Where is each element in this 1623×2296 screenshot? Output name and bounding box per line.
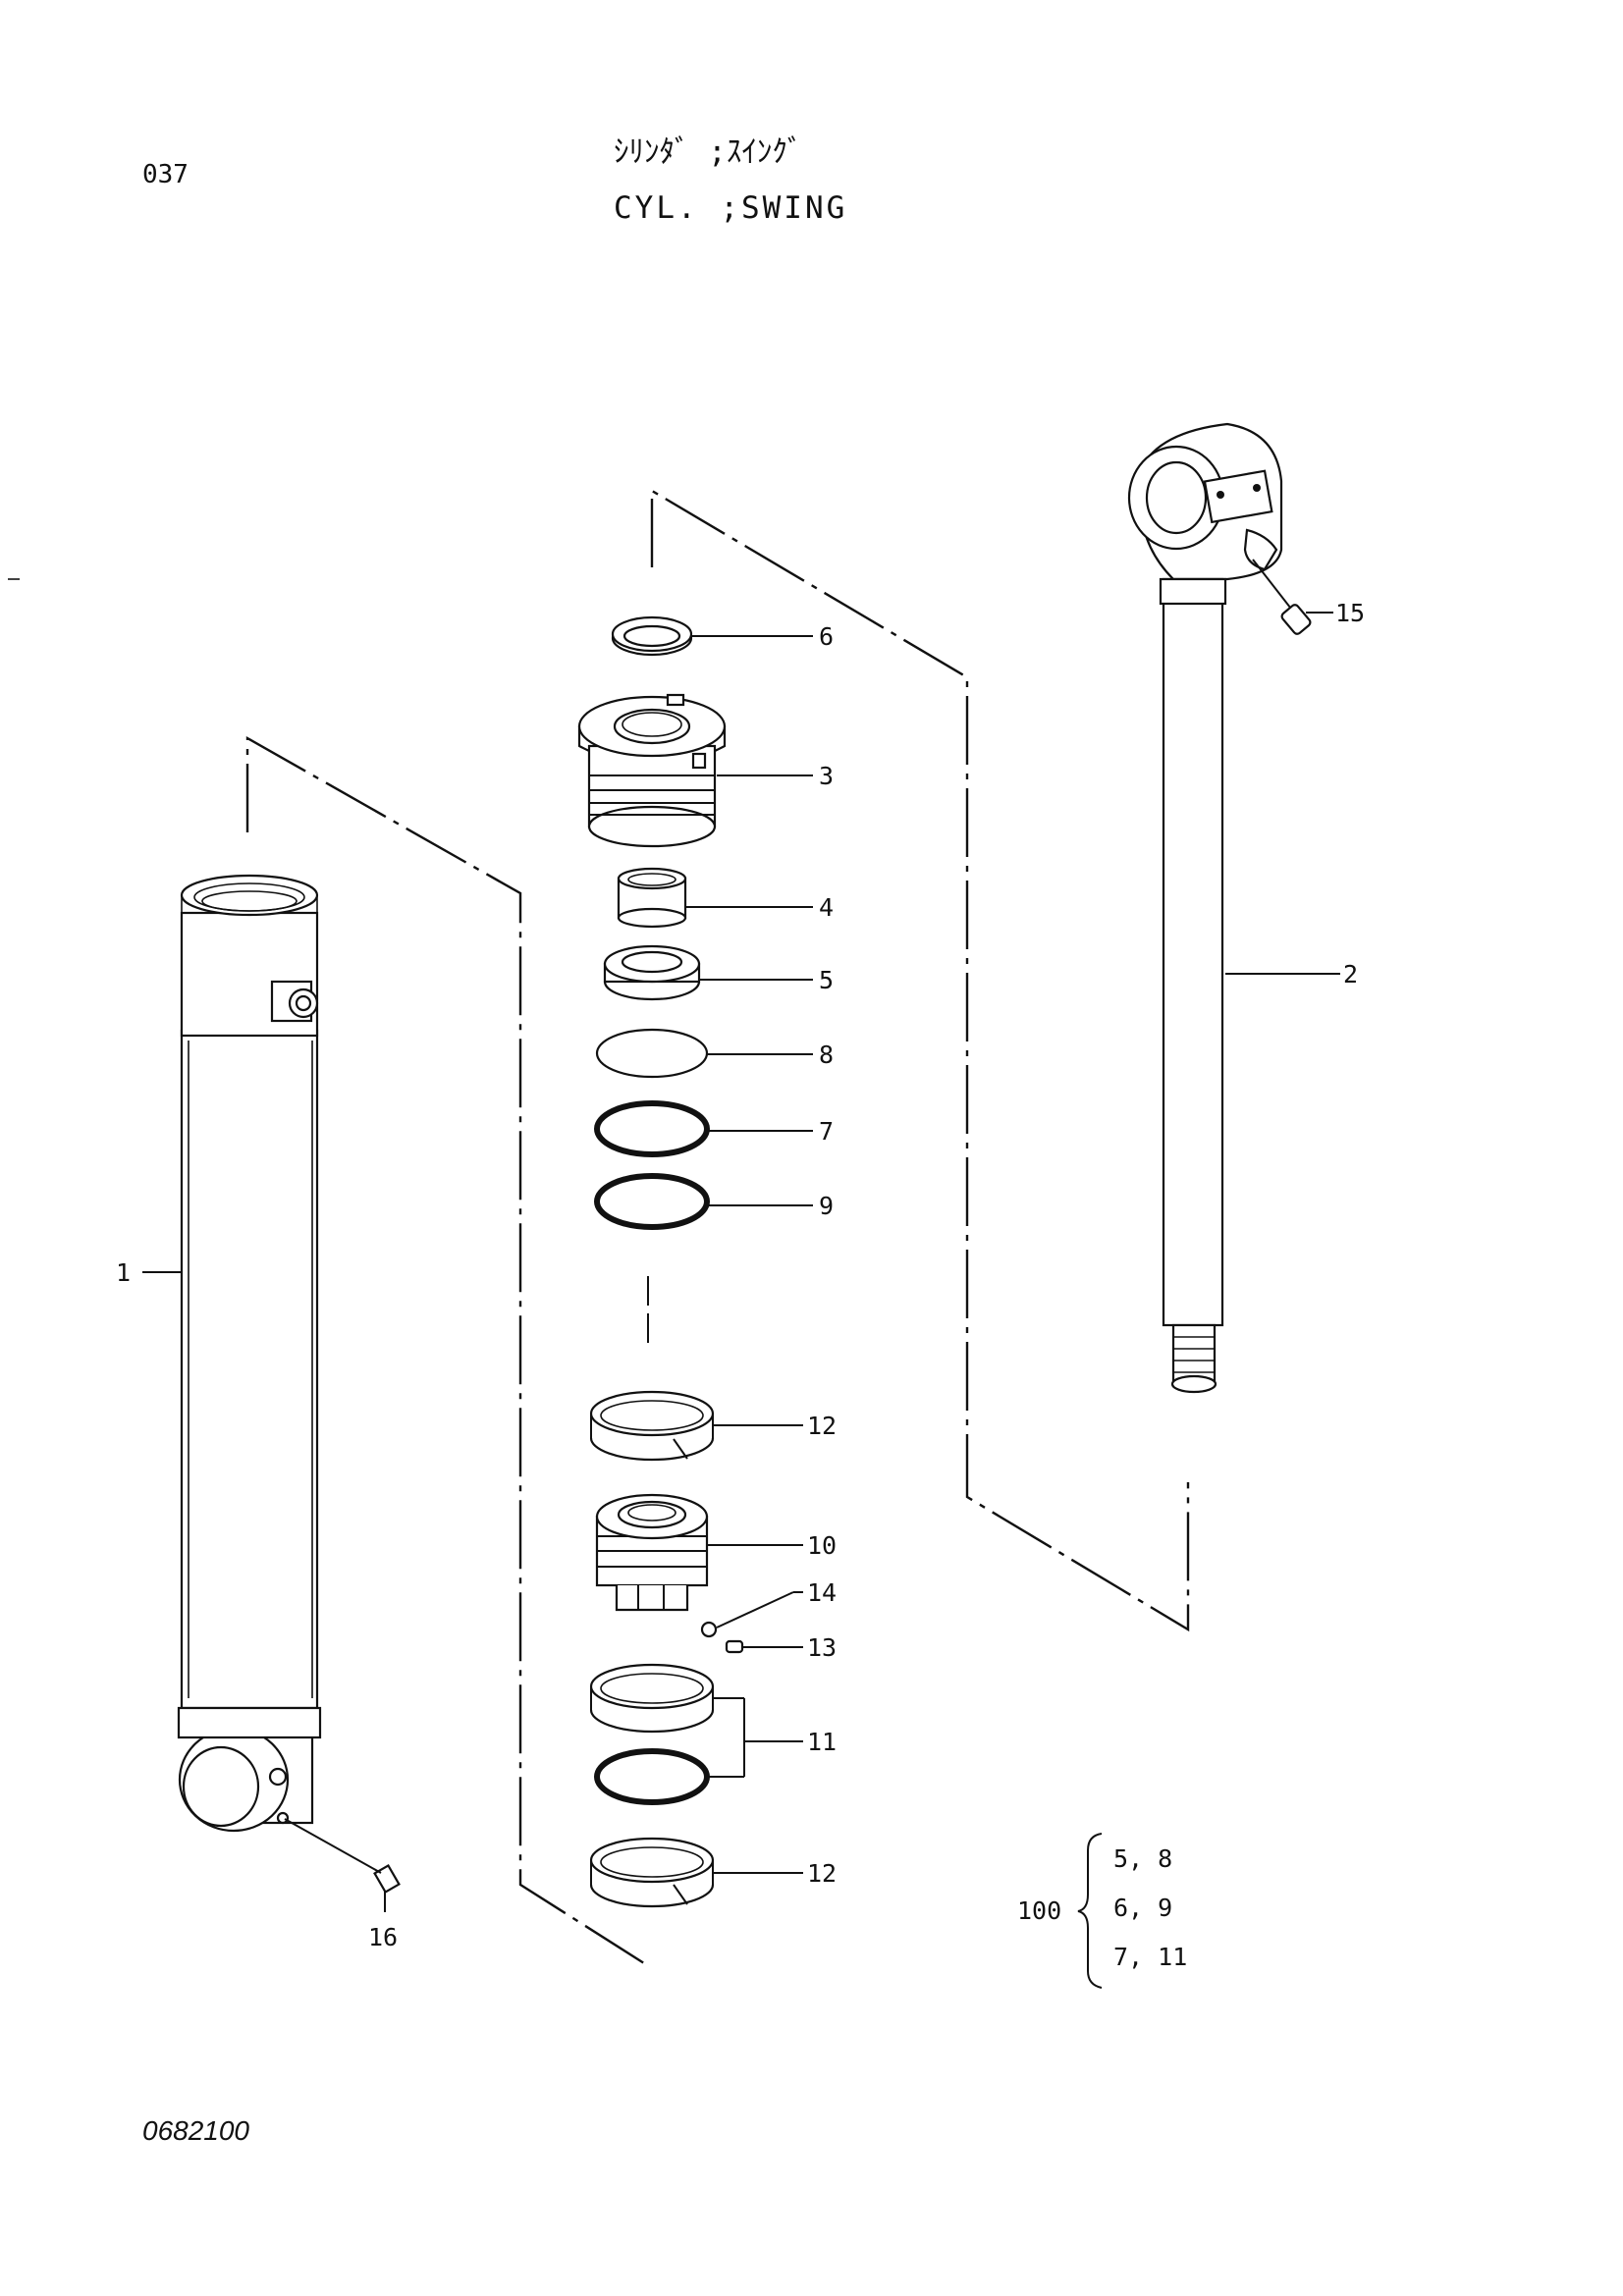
- kit-row-2: 6, 9: [1113, 1894, 1172, 1922]
- callout-12-lower: 12: [807, 1859, 837, 1888]
- kit-label: 100: [1017, 1896, 1061, 1925]
- bushing-part-4: [617, 867, 687, 929]
- callout-16: 16: [368, 1923, 398, 1951]
- callout-12-upper: 12: [807, 1412, 837, 1440]
- piston-seal-part-11: [589, 1663, 715, 1805]
- assembly-guide-lines: [245, 488, 1190, 1965]
- leader-lines: [142, 612, 1340, 1874]
- kit-100-note: 100 5, 8 6, 9 7, 11: [1017, 1833, 1187, 1989]
- o-ring-part-9: [594, 1173, 710, 1230]
- piston-part-10: [595, 1493, 709, 1612]
- rod-cover-part-3: [577, 693, 727, 848]
- title-japanese: ｼﾘﾝﾀﾞ ;ｽｲﾝｸﾞ: [614, 134, 802, 170]
- cylinder-tube-part-1: [177, 874, 322, 1833]
- ball-part-14: [700, 1621, 718, 1638]
- o-ring-part-7: [594, 1100, 710, 1157]
- backup-ring-part-8: [595, 1028, 709, 1079]
- kit-row-1: 5, 8: [1113, 1844, 1172, 1873]
- plug-part-16: [284, 1818, 401, 1912]
- rod-seal-part-5: [603, 944, 701, 1001]
- drawing-code: 0682100: [142, 2115, 249, 2146]
- piston-rod-part-2: [1127, 422, 1283, 1394]
- set-screw-part-13: [725, 1639, 744, 1654]
- title-english: CYL. ;SWING: [614, 190, 847, 226]
- dust-seal-part-6: [611, 615, 693, 657]
- callout-1: 1: [116, 1258, 131, 1287]
- callout-15: 15: [1335, 599, 1365, 627]
- callout-3: 3: [819, 762, 834, 790]
- callout-13: 13: [807, 1633, 837, 1662]
- grease-nipple-part-15: [1252, 559, 1312, 635]
- callout-9: 9: [819, 1192, 834, 1220]
- page-number: 037: [142, 160, 189, 189]
- callout-7: 7: [819, 1117, 834, 1146]
- callout-4: 4: [819, 893, 834, 922]
- callout-11: 11: [807, 1728, 837, 1756]
- callout-10: 10: [807, 1531, 837, 1560]
- wear-ring-part-12-upper: [589, 1390, 715, 1462]
- callout-6: 6: [819, 622, 834, 651]
- kit-brace: [1077, 1833, 1103, 1989]
- callout-8: 8: [819, 1041, 834, 1069]
- kit-row-3: 7, 11: [1113, 1943, 1187, 1971]
- callout-5: 5: [819, 966, 834, 994]
- callout-2: 2: [1343, 960, 1358, 988]
- wear-ring-part-12-lower: [589, 1837, 715, 1908]
- callout-14: 14: [807, 1578, 837, 1607]
